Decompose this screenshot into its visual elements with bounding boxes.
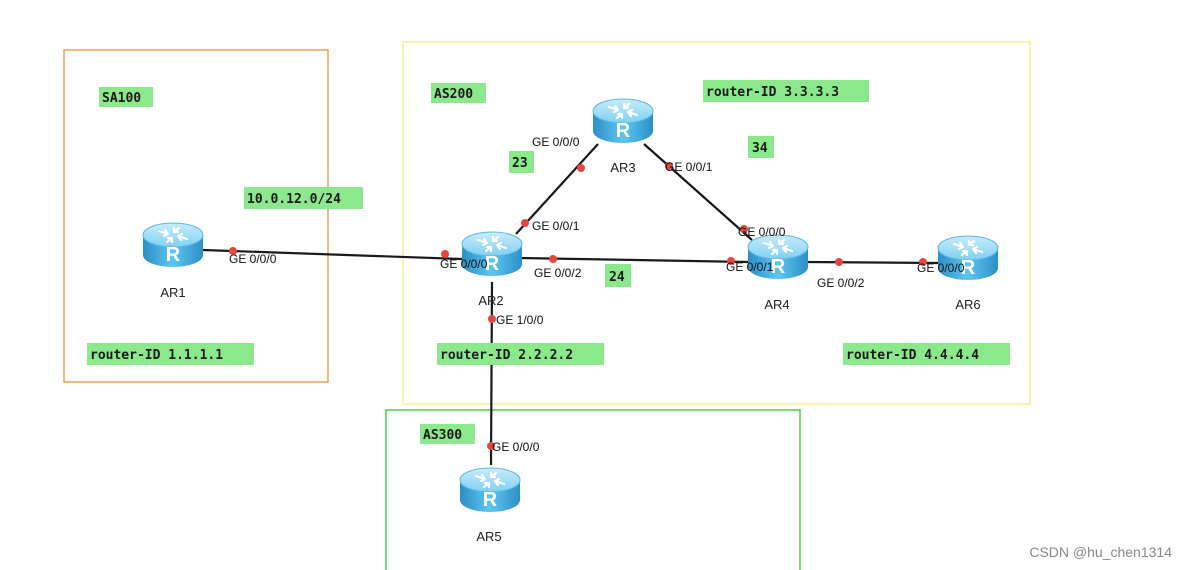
router-ar6[interactable]: AR6 [936, 234, 1000, 312]
port-dot-ar6-ge000 [919, 258, 927, 266]
as200-label: AS200 [434, 87, 473, 102]
iface-label-ar6-ge000: GE 0/0/0 [917, 261, 965, 275]
links [202, 143, 941, 466]
network-label-23: 23 [512, 156, 528, 171]
sa100-label: SA100 [102, 91, 141, 106]
port-dot-ar4-ge000 [740, 225, 748, 233]
iface-label-ar5-ge000: GE 0/0/0 [492, 440, 540, 454]
router-label-ar2: AR2 [478, 293, 503, 308]
iface-label-ar2-ge001: GE 0/0/1 [532, 219, 580, 233]
router-ar5[interactable]: AR5 [458, 466, 522, 544]
iface-label-ar4-ge000: GE 0/0/0 [738, 225, 786, 239]
router-ar1[interactable]: AR1 [141, 221, 205, 300]
iface-label-ar2-ge002: GE 0/0/2 [534, 266, 582, 280]
router-label-ar5: AR5 [476, 529, 501, 544]
router-icon [458, 466, 522, 514]
iface-label-ar4-ge001: GE 0/0/1 [726, 260, 774, 274]
iface-label-ar4-ge002: GE 0/0/2 [817, 276, 865, 290]
router-id-ar1: router-ID 1.1.1.1 [90, 348, 223, 363]
as200-area-border [402, 41, 1031, 405]
link-ar3-ar4 [643, 143, 753, 241]
link-ar2-ar4 [519, 256, 749, 264]
port-dot-ar2-ge100 [488, 315, 496, 323]
iface-label-ar2-ge100: GE 1/0/0 [496, 313, 544, 327]
router-label-ar6: AR6 [955, 297, 980, 312]
as300-area-border [385, 409, 801, 570]
router-id-ar4: router-ID 4.4.4.4 [846, 348, 979, 363]
port-dot-ar2-ge000 [441, 250, 449, 258]
iface-label-ar3-ge000: GE 0/0/0 [532, 135, 580, 149]
iface-label-ar2-ge000: GE 0/0/0 [440, 257, 488, 271]
router-ar3[interactable]: AR3 [591, 97, 655, 175]
network-label-34: 34 [752, 141, 768, 156]
link-ar2-ar3 [515, 143, 599, 235]
port-dots [229, 162, 927, 450]
port-dot-ar5-ge000 [487, 442, 495, 450]
router-ar2[interactable]: AR2 [460, 230, 524, 308]
watermark-text: CSDN @hu_chen1314 [1029, 544, 1172, 560]
as300-label: AS300 [423, 428, 462, 443]
port-dot-ar4-ge002 [835, 258, 843, 266]
interface-labels: GE 0/0/0 GE 0/0/0 GE 0/0/1 GE 0/0/2 GE 1… [229, 135, 965, 454]
network-label-24: 24 [609, 270, 625, 285]
link-ar4-ar6 [805, 260, 941, 265]
iface-label-ar3-ge001: GE 0/0/1 [665, 160, 713, 174]
port-dot-ar1-ge000 [229, 247, 237, 255]
port-dot-ar3-ge000 [577, 164, 585, 172]
router-id-ar2: router-ID 2.2.2.2 [440, 348, 573, 363]
port-dot-ar2-ge002 [549, 255, 557, 263]
router-label-ar4: AR4 [764, 297, 789, 312]
router-icon [591, 97, 655, 145]
port-dot-ar3-ge001 [665, 162, 673, 170]
router-id-ar3: router-ID 3.3.3.3 [706, 85, 839, 100]
port-dot-ar4-ge001 [727, 257, 735, 265]
area-labels: SA100 AS200 AS300 router-ID 1.1.1.1 rout… [87, 80, 1010, 444]
router-icon [141, 221, 205, 269]
sa100-area-border [63, 49, 329, 383]
router-label-ar1: AR1 [160, 285, 185, 300]
link-ar1-ar2 [202, 248, 463, 261]
iface-label-ar1-ge000: GE 0/0/0 [229, 252, 277, 266]
router-label-ar3: AR3 [610, 160, 635, 175]
port-dot-ar2-ge001 [521, 219, 529, 227]
network-label-10-0-12-0: 10.0.12.0/24 [247, 192, 341, 207]
link-ar2-ar5 [489, 281, 494, 466]
router-ar4[interactable]: AR4 [746, 233, 810, 312]
